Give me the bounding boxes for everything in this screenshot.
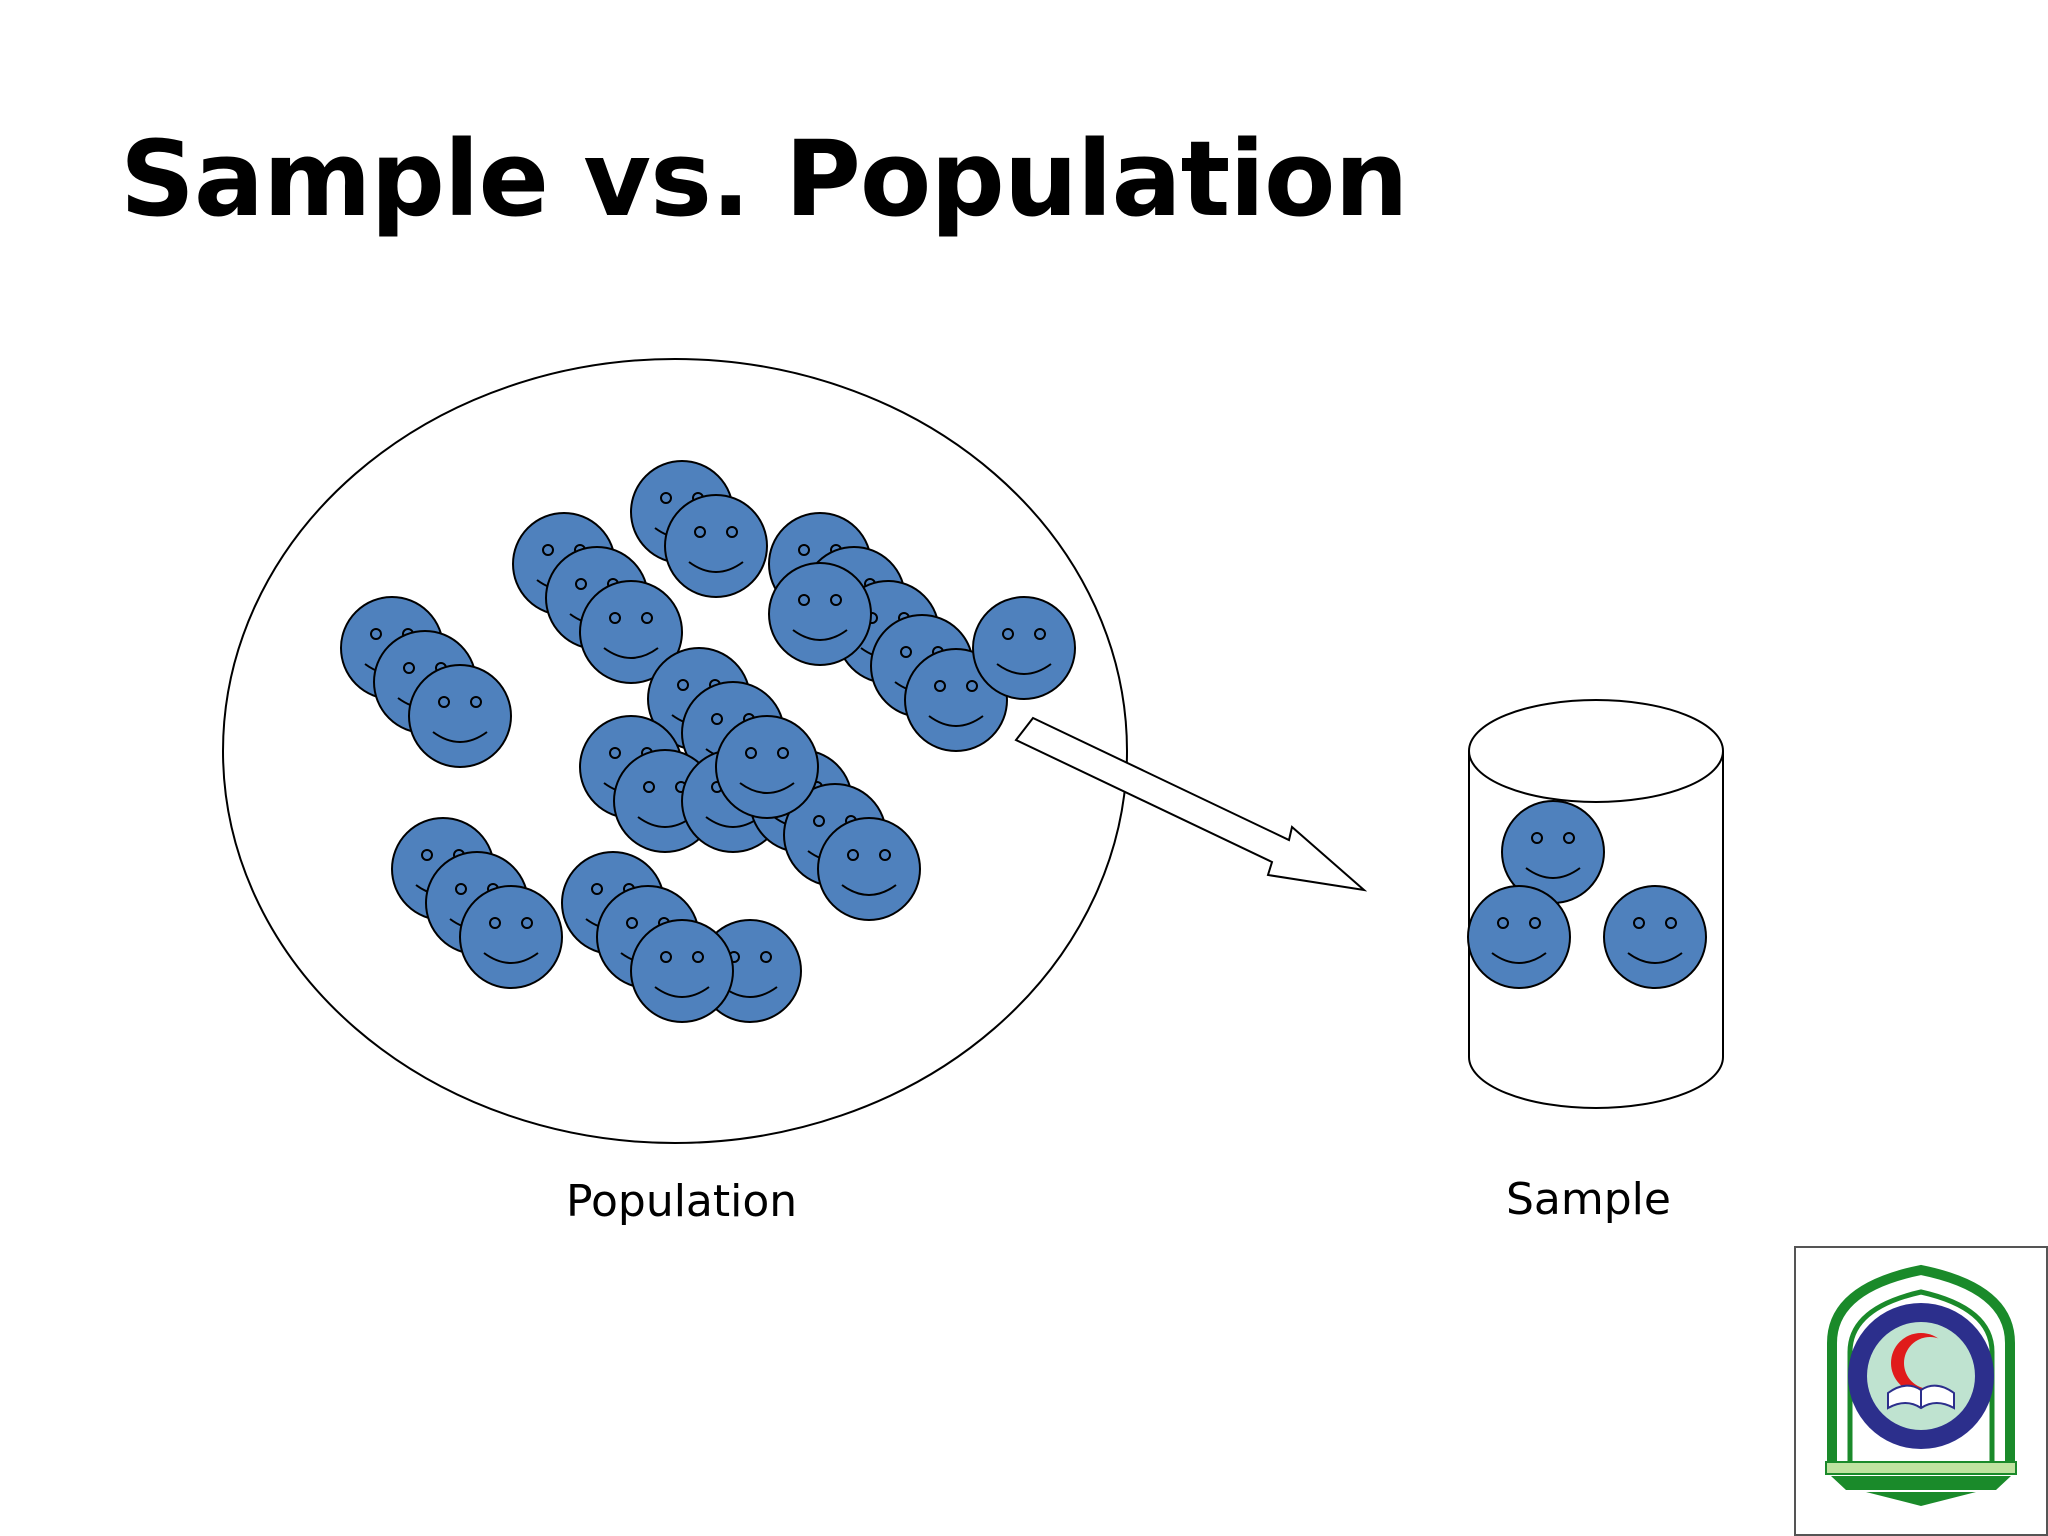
college-of-medicine-emblem [1825,1264,2017,1506]
sample-smileys [1467,800,1707,989]
population-smiley-face [459,885,563,989]
population-smileys [340,460,1076,1023]
population-smiley-face [715,715,819,819]
population-smiley-face [817,817,921,921]
population-label: Population [566,1176,798,1227]
population-smiley-face [768,562,872,666]
population-smiley-face [972,596,1076,700]
slide-title: Sample vs. Population [120,118,1409,240]
university-logo [1794,1246,2048,1536]
sample-smiley-face [1467,885,1571,989]
population-smiley-face [630,919,734,1023]
population-ellipse [222,358,1128,1144]
population-smiley-face [579,580,683,684]
population-smiley-face [408,664,512,768]
population-smiley-face [664,494,768,598]
sample-smiley-face [1603,885,1707,989]
sample-smiley-face [1501,800,1605,904]
sample-label: Sample [1506,1174,1671,1225]
selection-arrow [1014,716,1368,892]
